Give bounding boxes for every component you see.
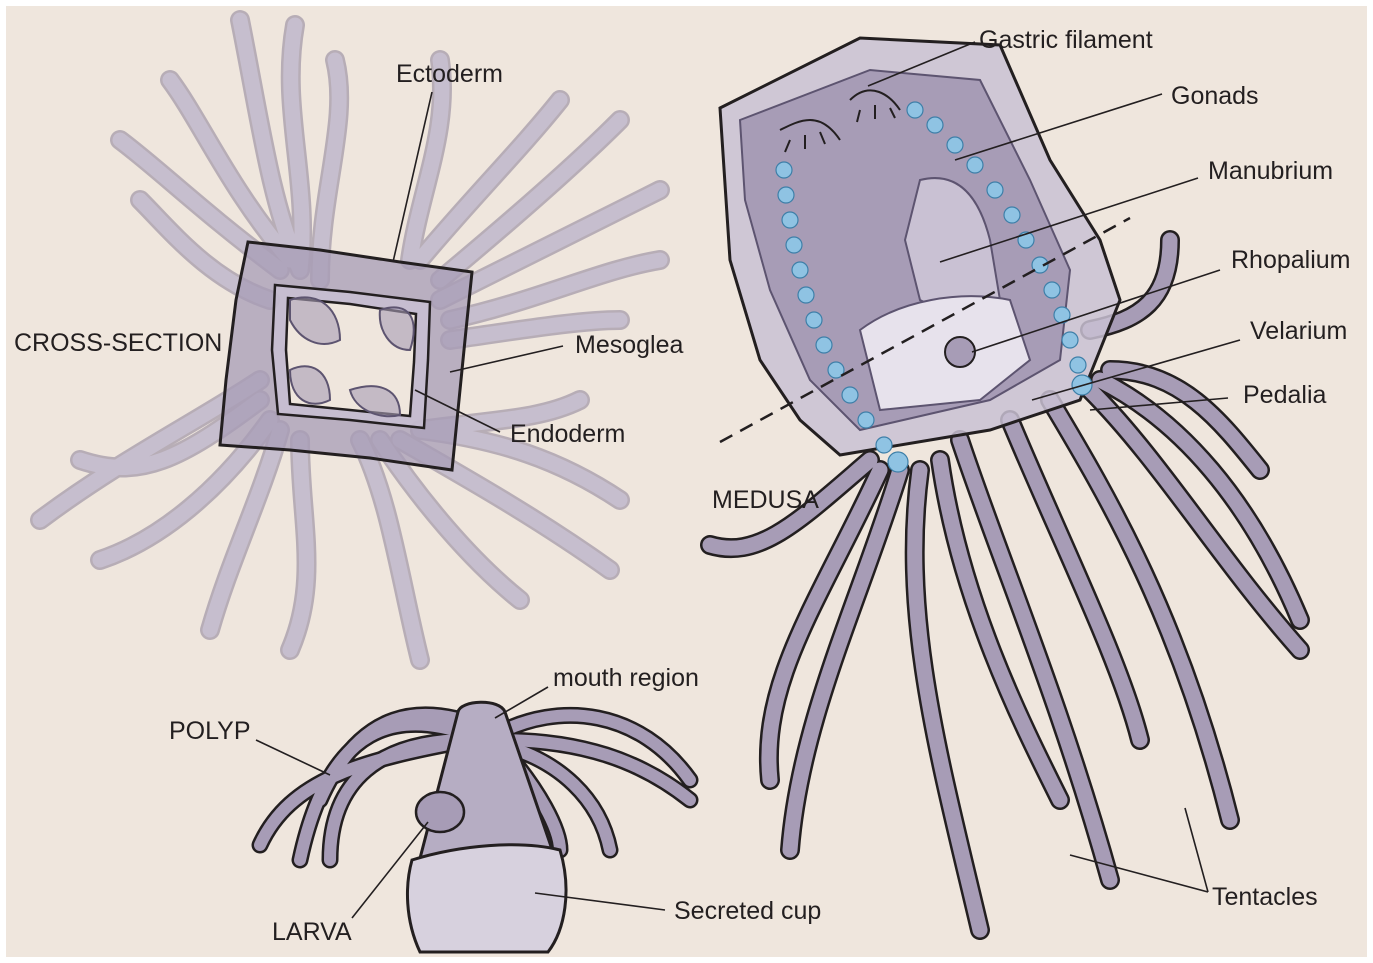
label-cross-section: CROSS-SECTION — [14, 331, 222, 356]
label-velarium: Velarium — [1250, 319, 1347, 344]
label-polyp: POLYP — [169, 719, 251, 744]
rhopalium-shape — [945, 337, 975, 367]
larva-shape — [416, 792, 464, 832]
label-gonads: Gonads — [1171, 84, 1259, 109]
label-manubrium: Manubrium — [1208, 159, 1333, 184]
label-gastric-filament: Gastric filament — [979, 28, 1153, 53]
label-medusa: MEDUSA — [712, 488, 819, 513]
label-tentacles: Tentacles — [1212, 885, 1318, 910]
label-rhopalium: Rhopalium — [1231, 248, 1351, 273]
label-larva: LARVA — [272, 920, 352, 945]
label-mouth-region: mouth region — [553, 666, 699, 691]
label-ectoderm: Ectoderm — [396, 62, 503, 87]
label-secreted-cup: Secreted cup — [674, 899, 821, 924]
label-pedalia: Pedalia — [1243, 383, 1326, 408]
label-endoderm: Endoderm — [510, 422, 625, 447]
label-mesoglea: Mesoglea — [575, 333, 683, 358]
polyp-secreted-cup — [407, 845, 566, 952]
